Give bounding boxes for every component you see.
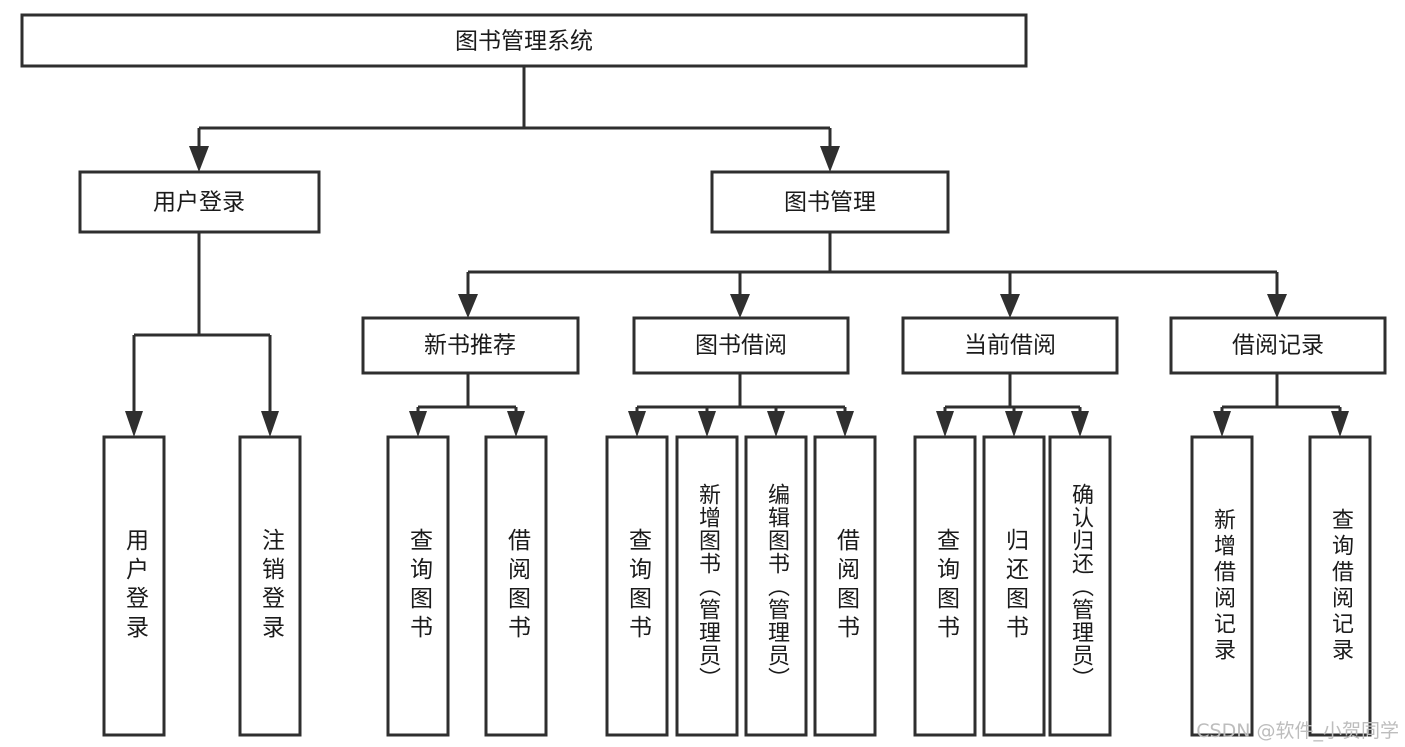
node-user-login-label: 用户登录: [153, 190, 245, 216]
arrowhead-leaf-user-login: [125, 411, 143, 437]
arrowhead-current-borrow: [1000, 294, 1020, 318]
node-root-label: 图书管理系统: [455, 29, 593, 55]
node-book-borrow[interactable]: [632, 316, 850, 375]
node-book-borrow-label: 图书借阅: [695, 333, 787, 359]
arrowhead-leaf-borrow-book-2: [836, 411, 854, 437]
node-leaf-query-book-2[interactable]: [605, 435, 669, 737]
node-leaf-borrow-book-2[interactable]: [813, 435, 877, 737]
node-leaf-borrow-book-1[interactable]: [484, 435, 548, 737]
node-leaf-edit-book[interactable]: [744, 435, 808, 737]
arrowhead-layer: [125, 146, 1349, 437]
node-layer: 图书管理系统 用户登录 图书管理 新书推荐 图书借阅 当前借阅 借阅记录: [20, 13, 1387, 737]
arrowhead-leaf-edit-book: [767, 411, 785, 437]
node-borrow-record[interactable]: [1169, 316, 1387, 375]
arrowhead-leaf-add-record: [1213, 411, 1231, 437]
node-leaf-query-record[interactable]: [1308, 435, 1372, 737]
arrowhead-leaf-add-book: [698, 411, 716, 437]
csdn-watermark: CSDN @软件_小贺同学: [1196, 720, 1399, 742]
node-book-manage-label: 图书管理: [784, 190, 876, 216]
arrowhead-leaf-user-logout: [261, 411, 279, 437]
node-user-login[interactable]: [78, 170, 321, 234]
node-leaf-user-login[interactable]: [102, 435, 166, 737]
node-root[interactable]: [20, 13, 1028, 68]
node-leaf-query-book-1[interactable]: [386, 435, 450, 737]
node-borrow-record-label: 借阅记录: [1232, 333, 1324, 359]
arrowhead-leaf-query-book-2: [628, 411, 646, 437]
node-leaf-confirm-return[interactable]: [1048, 435, 1112, 737]
node-leaf-add-book[interactable]: [675, 435, 739, 737]
node-leaf-add-record[interactable]: [1190, 435, 1254, 737]
arrowhead-new-book-rec: [458, 294, 478, 318]
arrowhead-leaf-query-record: [1331, 411, 1349, 437]
arrowhead-leaf-query-book-3: [936, 411, 954, 437]
node-leaf-user-logout[interactable]: [238, 435, 302, 737]
node-book-manage[interactable]: [710, 170, 950, 234]
node-new-book-rec-label: 新书推荐: [424, 333, 516, 359]
arrowhead-leaf-confirm-return: [1071, 411, 1089, 437]
arrowhead-leaf-borrow-book-1: [507, 411, 525, 437]
arrowhead-leaf-query-book-1: [409, 411, 427, 437]
arrowhead-leaf-return-book: [1005, 411, 1023, 437]
arrowhead-borrow-record: [1267, 294, 1287, 318]
arrowhead-user-login: [189, 146, 209, 172]
node-leaf-query-book-3[interactable]: [913, 435, 977, 737]
node-current-borrow-label: 当前借阅: [964, 333, 1056, 359]
arrowhead-book-borrow: [730, 294, 750, 318]
arrowhead-book-manage: [820, 146, 840, 172]
node-leaf-return-book[interactable]: [982, 435, 1046, 737]
node-current-borrow[interactable]: [901, 316, 1119, 375]
node-new-book-rec[interactable]: [361, 316, 580, 375]
